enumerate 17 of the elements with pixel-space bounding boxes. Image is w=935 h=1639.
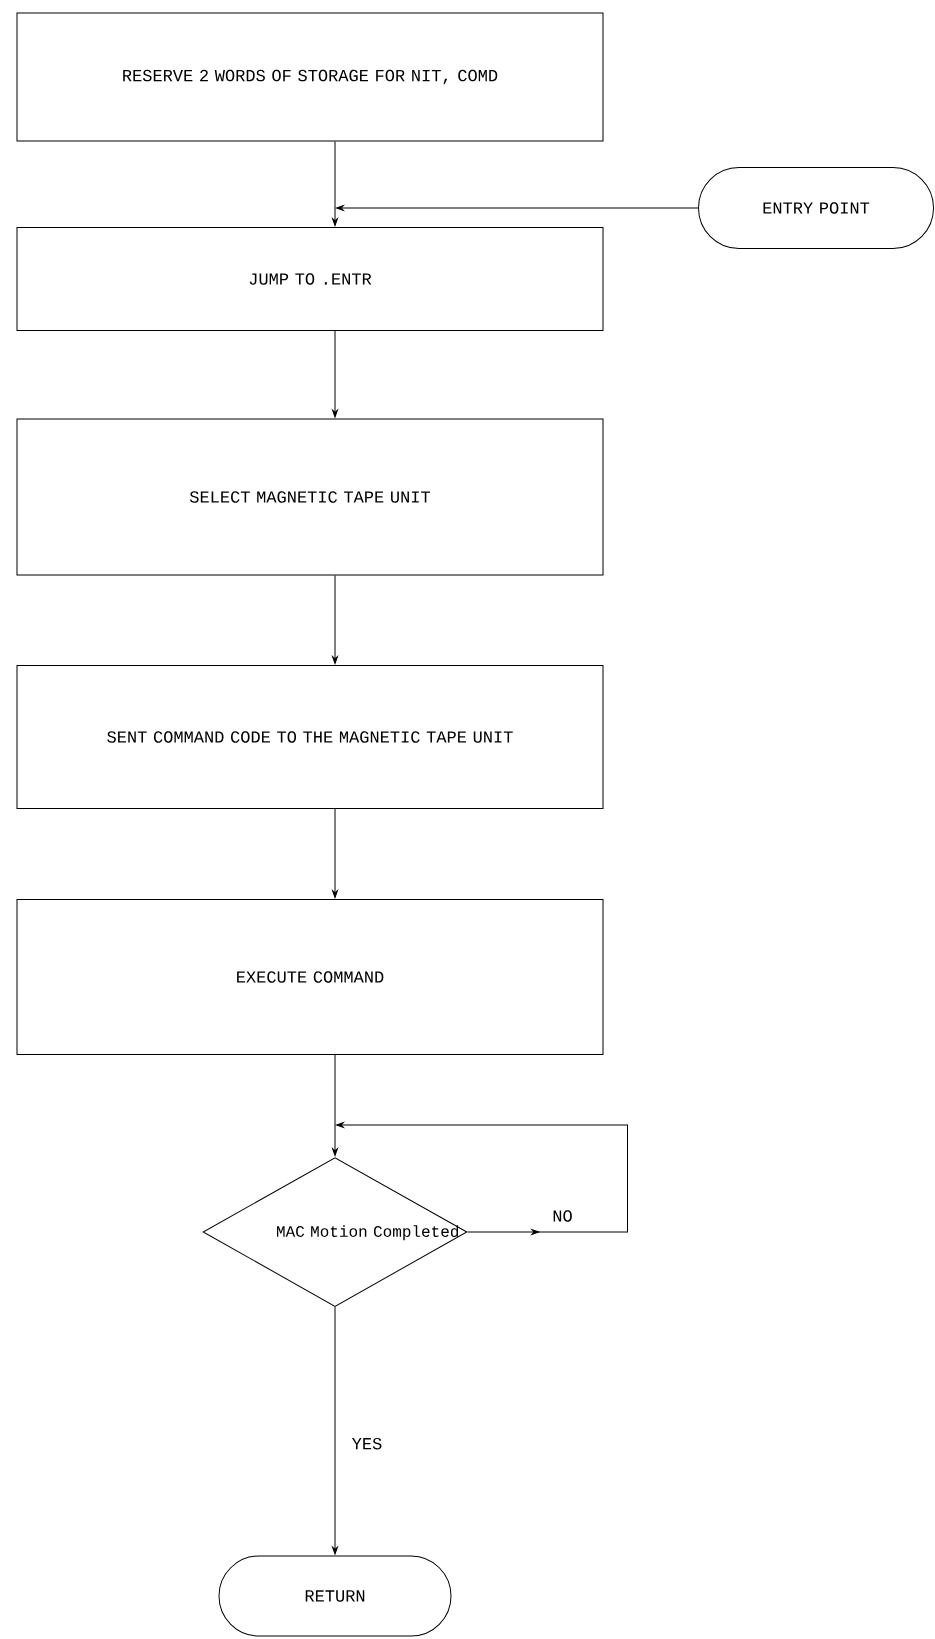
process-box: EXECUTE COMMAND [16,899,604,1055]
process-box: JUMP TO .ENTR [16,227,604,331]
edge-label: YES [352,1437,382,1450]
edge-label: NO [553,1210,572,1222]
arrow [332,808,338,898]
arrow [332,1054,338,1156]
arrow [336,1122,628,1235]
arrow [332,575,338,664]
process-box: SELECT MAGNETIC TAPE UNIT [16,418,604,576]
arrow [336,205,699,211]
arrow [332,330,338,418]
process-box: RESERVE 2 WORDS OF STORAGE FOR NIT, COMD [16,12,604,142]
arrow [332,141,338,226]
decision-diamond [202,1157,468,1307]
diamond-label: MAC Motion Completed [277,1225,459,1241]
process-box: SENT COMMAND CODE TO THE MAGNETIC TAPE UNIT [16,665,604,809]
arrow [332,1306,338,1555]
